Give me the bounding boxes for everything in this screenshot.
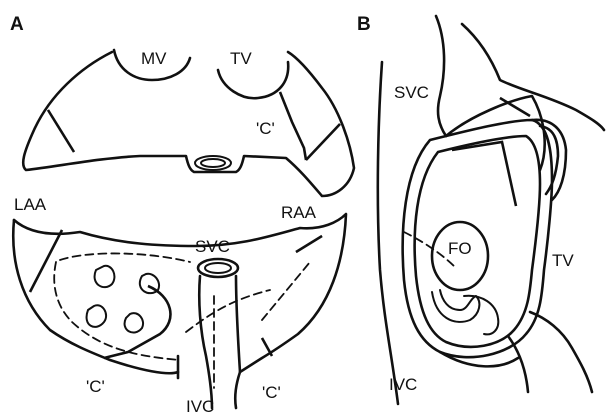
pulmonary-vein-openings (87, 266, 160, 333)
raa-suture-ticks (296, 236, 322, 252)
panel-b: B SVC FO TV IVC (357, 14, 604, 404)
label-c-bottom-right: 'C' (262, 383, 281, 402)
panel-a: A (10, 14, 354, 412)
label-raa: RAA (281, 203, 317, 222)
label-tv-b: TV (552, 251, 574, 270)
atrium-outer (403, 120, 552, 357)
label-svc-a: SVC (195, 237, 230, 256)
label-ivc-b: IVC (389, 375, 417, 394)
lower-right-contour (530, 312, 592, 392)
label-c-bottom-left: 'C' (86, 377, 105, 396)
lower-heart-piece (13, 214, 346, 408)
tricuspid-valve-arc (218, 62, 288, 98)
c-suture-line-right (262, 338, 272, 356)
svc-wall (436, 16, 446, 136)
label-c-top: 'C' (256, 119, 275, 138)
outer-left-wall (378, 62, 398, 404)
upper-svc-inner (201, 159, 225, 167)
right-atrium-view (378, 16, 604, 404)
b-suture-ticks (452, 142, 516, 206)
svc-tube-right (236, 276, 240, 372)
label-fo: FO (448, 239, 472, 258)
limbus-fold (432, 290, 479, 322)
upper-heart-piece (23, 50, 354, 196)
ivc-rim (440, 352, 518, 366)
b-suture-line (452, 142, 516, 206)
panel-b-label: B (357, 14, 371, 35)
lower-piece-outline-right (14, 214, 346, 408)
svc-opening-inner (205, 263, 231, 273)
upper-piece-outline (23, 52, 354, 196)
incision-lines (54, 253, 310, 388)
label-tv-a: TV (230, 49, 252, 68)
svc-tube-left (199, 276, 212, 408)
label-ivc-a: IVC (186, 397, 214, 412)
lower-piece-outline-left (13, 220, 178, 373)
panel-a-label: A (10, 14, 24, 35)
lower-inner-contour (508, 336, 528, 392)
label-laa: LAA (14, 195, 47, 214)
c-suture-line-left (104, 286, 170, 358)
c-suture-line-top (280, 92, 306, 160)
label-mv: MV (141, 49, 167, 68)
label-svc-b: SVC (394, 83, 429, 102)
